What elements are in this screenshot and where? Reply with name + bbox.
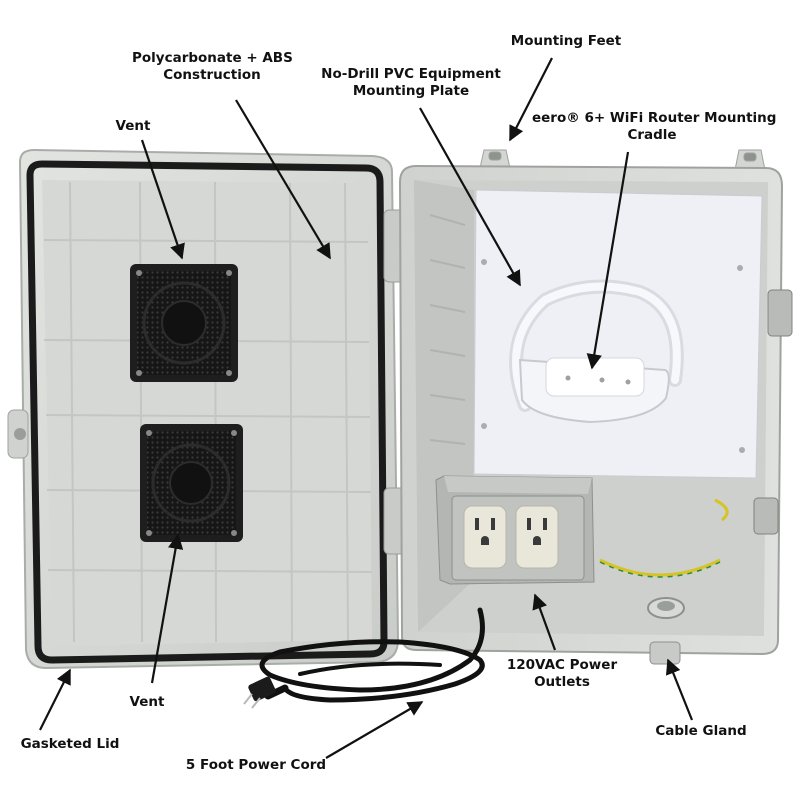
power-outlets: [435, 475, 729, 585]
label-polycarbonate-line1: Polycarbonate + ABS: [132, 50, 293, 66]
outlet-left: [463, 505, 507, 569]
vent-fan-top: [130, 264, 238, 382]
label-router-cradle-line1: eero® 6+ WiFi Router Mounting: [532, 110, 777, 126]
label-router-cradle-line2: Cradle: [627, 127, 677, 143]
label-gasketed-lid: Gasketed Lid: [20, 736, 120, 752]
router-mounting-cradle: [509, 279, 684, 424]
power-plug: [243, 676, 276, 709]
mounting-feet: [479, 149, 766, 171]
label-polycarbonate-construction: Polycarbonate + ABS Construction: [132, 50, 293, 84]
gasketed-lid: [7, 148, 400, 670]
outlet-right: [515, 505, 559, 569]
label-mounting-plate-line2: Mounting Plate: [352, 83, 470, 99]
label-mounting-feet: Mounting Feet: [510, 33, 622, 49]
vent-fan-bottom: [140, 424, 243, 542]
label-mounting-plate: No-Drill PVC Equipment Mounting Plate: [316, 66, 506, 100]
label-power-outlets-line2: Outlets: [534, 674, 590, 690]
label-cable-gland: Cable Gland: [655, 723, 747, 739]
label-router-cradle: eero® 6+ WiFi Router Mounting Cradle: [532, 110, 777, 144]
callout-arrows: [39, 57, 694, 759]
label-mounting-plate-line1: No-Drill PVC Equipment: [321, 66, 501, 82]
label-power-outlets-line1: 120VAC Power: [506, 657, 618, 673]
cable-gland: [647, 597, 685, 665]
label-power-cord: 5 Foot Power Cord: [185, 757, 327, 773]
label-polycarbonate-line2: Construction: [163, 67, 261, 83]
enclosure-body: [398, 149, 793, 665]
label-power-outlets: 120VAC Power Outlets: [502, 657, 622, 691]
label-vent-bottom: Vent: [129, 694, 165, 710]
label-vent-top: Vent: [115, 118, 151, 134]
